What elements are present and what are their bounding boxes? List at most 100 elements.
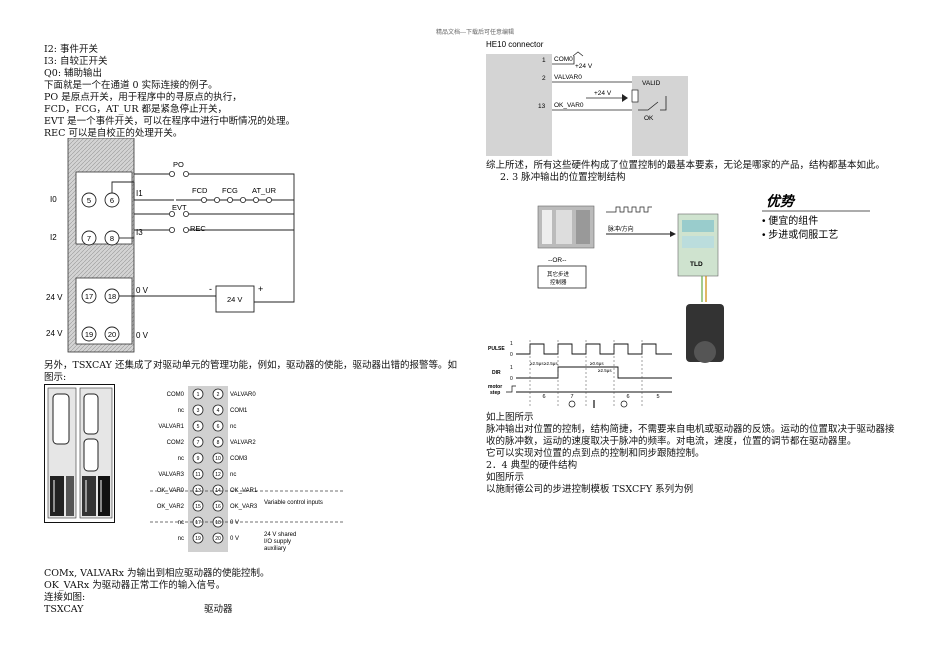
terminal-number: 17 [85, 292, 93, 301]
text-line: I2: 事件开关 [44, 44, 99, 55]
pin-signal-left: nc [178, 456, 184, 462]
pin-signal-left: nc [178, 408, 184, 414]
pin-signal-left: COM2 [167, 440, 185, 446]
pin-signal-left: COM0 [167, 392, 185, 398]
pin-circle [192, 452, 204, 464]
time-label: ≥0.6μs [590, 361, 604, 366]
ok-label: OK [644, 115, 654, 122]
text-line: TSXCAY [44, 604, 84, 615]
pin-number: 15 [195, 504, 201, 510]
pin-signal-right: 0 V [230, 536, 239, 542]
supply-label: 24 V [227, 295, 242, 304]
pin-number: 12 [215, 472, 221, 478]
pin-circle [192, 484, 204, 496]
note-shared-supply: 24 V shared [264, 532, 296, 538]
text-line: 图示: [44, 372, 67, 383]
text-line: REC 可以是自校正的处理开关。 [44, 128, 183, 139]
pin-number: 14 [215, 488, 221, 494]
text-line: COMx, VALVARx 为输出到相应驱动器的使能控制。 [44, 568, 270, 579]
pin-signal-right: nc [230, 424, 236, 430]
pin-circle [192, 404, 204, 416]
row-label: I0 [50, 195, 57, 204]
pin-number: 9 [197, 456, 200, 462]
text-line: FCD，FCG，AT_UR 都是紧急停止开关， [44, 104, 228, 115]
box-label: 控制器 [550, 278, 567, 286]
row-label: 24 V [46, 293, 63, 302]
pin-number: 11 [195, 472, 200, 478]
wiring-diagram: I0 I2 24 V 24 V 5 6 7 8 17 18 19 20 PO F… [46, 138, 295, 353]
pin-number: 2 [217, 392, 220, 398]
pin-signal-right: OK_VAR1 [230, 488, 258, 494]
pin-circle [212, 436, 224, 448]
pin-signal-left: VALVAR1 [158, 424, 184, 430]
advantage-title: 优势 [766, 193, 796, 209]
step-label: 5 [656, 394, 659, 400]
row-label: 24 V [46, 329, 63, 338]
text-line: 它可以实现对位置的点到点的控制和同步跟随控制。 [486, 448, 705, 459]
text-line: I3: 自较正开关 [44, 56, 108, 67]
text-line: Q0: 辅助输出 [44, 68, 103, 79]
rotate-ccw-icon [620, 400, 628, 408]
voltage-label: 0 V [136, 286, 149, 295]
pin-signal-left: VALVAR3 [158, 472, 184, 478]
note-shared-supply: I/O supply [264, 539, 291, 545]
motor-label: step [490, 390, 500, 396]
timing-diagram: PULSE DIR motor step 1 0 1 0 ≥2.5μs ≥2.5… [488, 340, 672, 408]
signal-label: COM0 [554, 56, 573, 63]
page-header: 精品文档---下载后可任意编辑 [435, 29, 515, 36]
arrow-label: 脉冲/方向 [608, 225, 634, 233]
pin-number: 6 [217, 424, 220, 430]
pin-circle [212, 420, 224, 432]
section-heading: 2. 3 脉冲输出的位置控制结构 [500, 172, 626, 183]
step-label: 6 [542, 394, 545, 400]
pin-number: 8 [217, 440, 220, 446]
pin-circle [212, 404, 224, 416]
pin-number: 13 [538, 103, 546, 110]
he10-title: HE10 connector [486, 40, 544, 49]
signal-label: OK_VAR0 [554, 102, 584, 109]
advantage-item: • 便宜的组件 [762, 214, 818, 227]
pin-number: 2 [542, 75, 546, 82]
valid-label: VALID [642, 80, 661, 87]
text-line: OK_VARx 为驱动器正常工作的输入信号。 [44, 580, 226, 591]
voltage-label: +24 V [575, 63, 593, 70]
pin-number: 7 [197, 440, 200, 446]
plus-label: + [258, 284, 263, 294]
switch-label: FCD [192, 186, 208, 195]
pin-signal-right: COM3 [230, 456, 248, 462]
pin-number: 3 [197, 408, 200, 414]
pin-signal-right: 0 V [230, 520, 239, 526]
motor-label: motor [488, 384, 502, 390]
switch-label: FCG [222, 186, 238, 195]
pulse-label: PULSE [488, 346, 505, 352]
text-line: EVT 是一个事件开关，可以在程序中进行中断情况的处理。 [44, 116, 296, 127]
switch-label: AT_UR [252, 186, 277, 195]
pin-number: 16 [215, 504, 221, 510]
pin-circle [212, 500, 224, 512]
pin-number: 20 [215, 536, 221, 542]
pin-signal-right: VALVAR2 [230, 440, 256, 446]
terminal-number: 20 [108, 330, 116, 339]
text-line: 连接如图: [44, 592, 86, 603]
input-label: I3 [136, 228, 143, 237]
pulse-structure-diagram: 脉冲/方向 --OR-- 其它步进 控制器 TLD 优势 • 便宜的组件 • 步… [537, 193, 870, 363]
pin-circle [192, 436, 204, 448]
voltage-label: 0 V [136, 331, 149, 340]
box-label: 其它步进 [547, 270, 570, 278]
terminal-number: 6 [110, 196, 114, 205]
text-line: 以施耐德公司的步进控制模板 TSXCFY 系列为例 [486, 484, 694, 495]
he10-diagram: HE10 connector 1 2 13 COM0 VALVAR0 OK_VA… [486, 40, 688, 156]
pin-number: 5 [197, 424, 200, 430]
time-label: ≥2.5μs [598, 368, 612, 373]
pin-number: 10 [215, 456, 221, 462]
text-line: PO 是原点开关，用于程序中的寻原点的执行， [44, 92, 242, 103]
terminal-number: 19 [85, 330, 93, 339]
pin-circle [192, 420, 204, 432]
pin-circle [192, 468, 204, 480]
minus-label: - [209, 284, 212, 294]
time-label: ≥2.5μs [544, 361, 558, 366]
pin-number: 4 [217, 408, 220, 414]
terminal-number: 5 [87, 196, 91, 205]
pin-circle [192, 532, 204, 544]
pin-circle [212, 468, 224, 480]
